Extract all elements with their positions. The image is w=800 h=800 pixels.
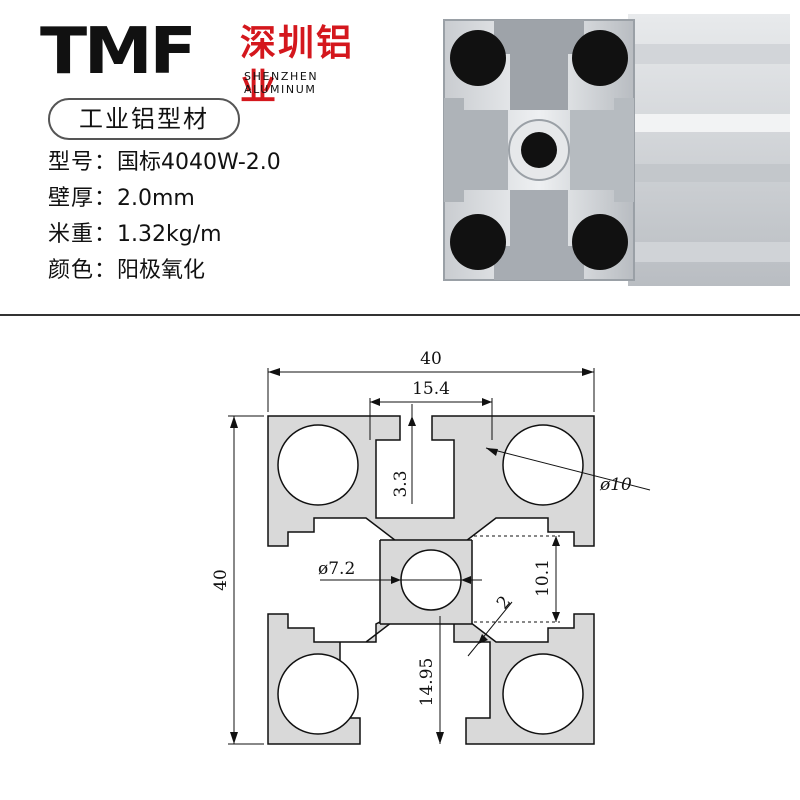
spec-label: 颜色： [48,258,118,283]
spec-label: 米重： [48,222,118,247]
logo-mark: TMF [40,15,197,89]
slot-depth-dimension: 3.3 [391,470,411,497]
category-badge: 工业铝型材 [48,98,240,140]
spec-value: 1.32kg/m [117,222,222,247]
spec-color: 颜色：阳极氧化 [48,256,205,286]
spec-value: 国标4040W-2.0 [117,150,281,175]
slot-center-dimension: 14.95 [417,658,437,707]
cross-section-drawing: 40 15.4 3.3 40 ø10 ø7.2 10.1 2 14.95 [211,349,651,745]
product-photo [443,14,790,286]
height-dimension: 40 [211,569,231,591]
wall-thickness-dimension: 2 [493,592,515,613]
brand-name-cn: 深圳铝业 [240,23,355,108]
center-hole-diameter: ø7.2 [318,559,355,579]
corner-hole-diameter: ø10 [599,475,632,495]
slot-width-dimension: 15.4 [412,379,450,399]
inner-span-dimension: 10.1 [533,559,553,597]
section-divider [0,314,800,316]
brand-name-en: SHENZHEN ALUMINUM [244,70,319,96]
spec-value: 阳极氧化 [117,258,206,283]
corner-hole [277,424,359,506]
corner-hole [502,424,584,506]
spec-label: 型号： [48,150,118,175]
spec-value: 2.0mm [117,186,195,211]
spec-label: 壁厚： [48,186,118,211]
corner-hole [277,653,359,735]
corner-hole [502,653,584,735]
spec-wall-thickness: 壁厚：2.0mm [48,184,195,214]
width-dimension: 40 [420,349,442,369]
spec-weight: 米重：1.32kg/m [48,220,222,250]
brand-logo: TMF 深圳铝业 SHENZHEN ALUMINUM [40,15,380,108]
spec-model: 型号：国标4040W-2.0 [48,148,281,178]
